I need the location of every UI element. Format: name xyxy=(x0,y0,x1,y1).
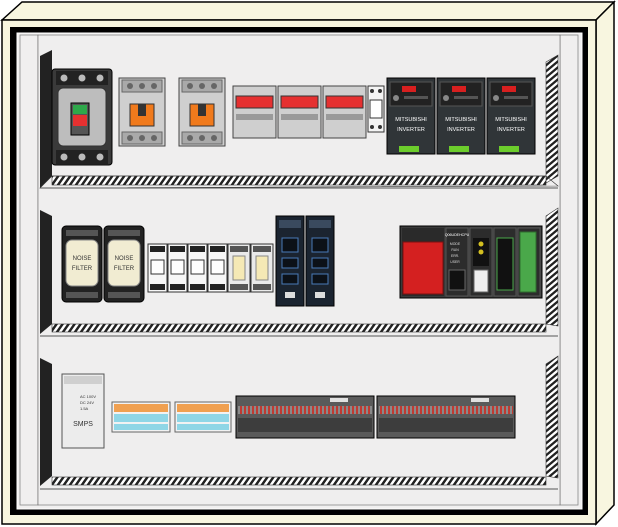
relay-module-icon xyxy=(147,243,168,293)
circuit-protector-icon xyxy=(232,85,277,139)
inverter-icon: MITSUBISHI INVERTER xyxy=(486,77,536,155)
smps-rating-label: DC 24V xyxy=(80,400,94,405)
plc-io-module xyxy=(493,227,517,297)
interface-relay-icon xyxy=(250,243,274,293)
terminal-block-icon xyxy=(174,401,232,433)
smps-rating-label: 1.5A xyxy=(80,406,89,411)
smps-rating-label: AC 100V xyxy=(80,394,96,399)
plc-io-module xyxy=(517,227,541,297)
servo-amplifier-icon xyxy=(275,215,305,307)
remote-io-block-icon xyxy=(376,395,516,439)
magnetic-contactor-icon xyxy=(178,77,226,147)
shelf-2 xyxy=(40,207,559,337)
terminal-block-icon xyxy=(111,401,171,433)
noise-filter-icon: NOISE FILTER xyxy=(103,225,145,303)
noise-filter-label: NOISE xyxy=(73,256,92,262)
mccb-breaker-icon xyxy=(51,68,113,166)
inverter-icon: MITSUBISHI INVERTER xyxy=(436,77,486,155)
inverter-model-label: INVERTER xyxy=(447,127,475,133)
inverter-icon: MITSUBISHI INVERTER xyxy=(386,77,436,155)
remote-io-block-icon xyxy=(235,395,375,439)
interface-relay-icon xyxy=(227,243,251,293)
plc-status-label: RUN xyxy=(451,248,459,252)
inverter-brand-label: MITSUBISHI xyxy=(395,117,427,123)
relay-module-icon xyxy=(207,243,228,293)
shelf-3 xyxy=(40,355,559,490)
relay-module-icon xyxy=(187,243,208,293)
relay-module-icon xyxy=(367,85,385,133)
shelf-1 xyxy=(39,50,559,189)
inverter-brand-label: MITSUBISHI xyxy=(495,117,527,123)
noise-filter-label: FILTER xyxy=(114,266,135,272)
plc-status-label: MODE xyxy=(450,242,461,246)
inverter-model-label: INVERTER xyxy=(497,127,525,133)
noise-filter-label: FILTER xyxy=(72,266,93,272)
plc-status-label: ERR. xyxy=(451,254,459,258)
plc-power-module xyxy=(402,228,444,296)
relay-module-icon xyxy=(167,243,188,293)
inverter-model-label: INVERTER xyxy=(397,127,425,133)
inverter-brand-label: MITSUBISHI xyxy=(445,117,477,123)
noise-filter-icon: NOISE FILTER xyxy=(61,225,103,303)
plc-cpu-module: Q06UDEHCPU MODE RUN ERR. USER xyxy=(445,227,470,297)
plc-status-label: USER xyxy=(450,260,460,264)
noise-filter-label: NOISE xyxy=(115,256,134,262)
plc-io-module xyxy=(469,227,493,297)
plc-cpu-label: Q06UDEHCPU xyxy=(445,233,470,237)
circuit-protector-icon xyxy=(277,85,322,139)
servo-amplifier-icon xyxy=(305,215,335,307)
magnetic-contactor-icon xyxy=(118,77,166,147)
relay-socket-row xyxy=(147,243,274,293)
smps-power-supply-icon: AC 100V DC 24V 1.5A SMPS xyxy=(61,373,105,449)
plc-rack-icon: Q06UDEHCPU MODE RUN ERR. USER xyxy=(399,225,543,299)
smps-label: SMPS xyxy=(73,421,93,428)
circuit-protector-icon xyxy=(322,85,367,139)
